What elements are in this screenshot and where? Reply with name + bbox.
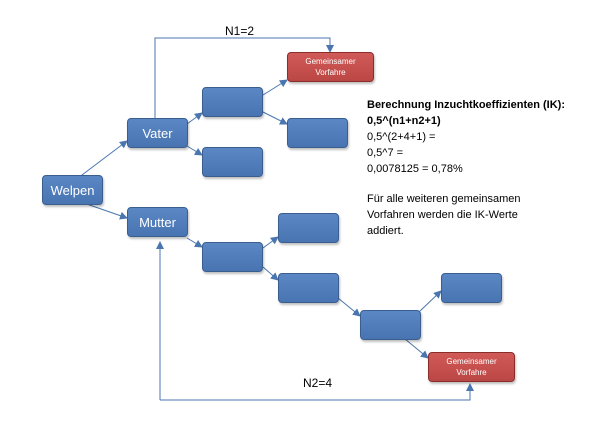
node-vater-ancestor-3[interactable] xyxy=(202,147,263,177)
info-title: Berechnung Inzuchtkoeffizienten (IK): xyxy=(367,99,565,111)
info-note-line2: Vorfahren werden die IK-Werte xyxy=(367,209,518,221)
node-mutter-ancestor-5[interactable] xyxy=(441,273,502,303)
edge-vater-b1 xyxy=(186,112,203,125)
edge-b4-b6 xyxy=(262,266,279,281)
info-result: 0,0078125 = 0,78% xyxy=(367,163,463,175)
ancestor-label-line2: Vorfahre xyxy=(456,368,487,377)
node-vater[interactable]: Vater xyxy=(127,118,188,148)
edge-b7-b8 xyxy=(419,290,442,312)
label-n1: N1=2 xyxy=(225,24,255,38)
label-n2: N2=4 xyxy=(303,376,333,390)
info-formula: 0,5^(n1+n2+1) xyxy=(367,115,441,127)
info-step1: 0,5^(2+4+1) = xyxy=(367,131,436,143)
ancestor-label-line1: Gemeinsamer xyxy=(446,357,497,366)
edge-b6-b7 xyxy=(337,297,361,317)
node-mutter-ancestor-4[interactable] xyxy=(360,310,421,340)
ancestor-label-line2: Vorfahre xyxy=(315,68,346,77)
edge-mutter-b4 xyxy=(186,237,203,248)
edge-welpen-vater xyxy=(77,140,128,179)
info-note-line1: Für alle weiteren gemeinsamen xyxy=(367,193,521,205)
info-step2: 0,5^7 = xyxy=(367,147,404,159)
edge-b1-ancestor xyxy=(262,79,288,96)
inbreeding-info-text: Berechnung Inzuchtkoeffizienten (IK): 0,… xyxy=(367,97,592,239)
node-mutter[interactable]: Mutter xyxy=(127,207,188,237)
node-common-ancestor-2[interactable]: Gemeinsamer Vorfahre xyxy=(428,352,515,382)
node-mutter-ancestor-2[interactable] xyxy=(278,213,339,243)
edge-b4-b5 xyxy=(262,236,279,249)
edge-vater-b3 xyxy=(186,145,203,156)
node-mutter-ancestor-3[interactable] xyxy=(278,273,339,303)
ancestor-label-line1: Gemeinsamer xyxy=(305,57,356,66)
node-vater-ancestor-2[interactable] xyxy=(287,118,348,148)
edge-b1-b2 xyxy=(262,111,288,125)
node-vater-ancestor-1[interactable] xyxy=(202,87,263,117)
node-welpen[interactable]: Welpen xyxy=(42,175,103,205)
path-n1 xyxy=(154,37,334,118)
node-common-ancestor-1[interactable]: Gemeinsamer Vorfahre xyxy=(287,52,374,82)
info-note-line3: addiert. xyxy=(367,225,404,237)
path-n2-ancestor xyxy=(160,383,474,401)
node-mutter-ancestor-1[interactable] xyxy=(202,242,263,272)
edge-b7-ancestor2 xyxy=(404,338,429,359)
